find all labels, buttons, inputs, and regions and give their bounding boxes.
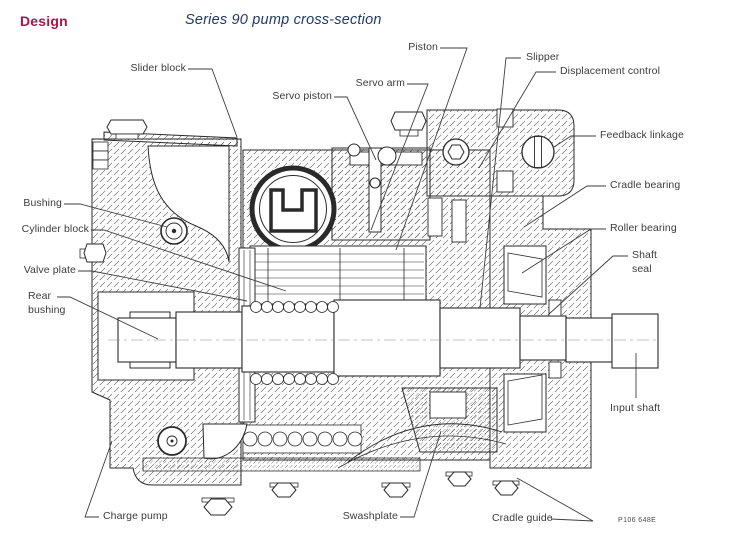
bushing-part (160, 217, 188, 245)
leader-cylinder-block (91, 229, 287, 292)
label-servo-arm: Servo arm (355, 77, 405, 89)
label-displacement-control: Displacement control (560, 65, 661, 77)
figure-title: Series 90 pump cross-section (185, 12, 382, 28)
shaft-assembly (108, 299, 659, 377)
roller-bearing-part (503, 245, 547, 433)
leader-valve-plate (78, 270, 248, 302)
leader-servo-piston (334, 96, 377, 161)
leader-displacement-control (478, 71, 556, 169)
section-label: Design (20, 13, 68, 29)
displacement-control-housing (426, 109, 575, 197)
label-swashplate: Swashplate (342, 510, 398, 522)
leader-bushing (64, 203, 168, 228)
label-bushing: Bushing (23, 197, 62, 209)
leader-shaft-seal (548, 255, 628, 315)
figure-code: P106 648E (618, 517, 657, 524)
cradle-guide-arc (347, 423, 503, 463)
leader-charge-pump (84, 440, 113, 518)
servo-arm-pin (369, 177, 381, 189)
swashplate-part (337, 387, 507, 469)
left-fitting (92, 141, 109, 170)
label-valve-plate: Valve plate (23, 264, 76, 276)
leader-cradle-bearing (523, 185, 606, 228)
leader-piston (395, 47, 468, 251)
leader-cradle-guide (516, 477, 594, 522)
bolts (79, 119, 520, 516)
leader-lines (57, 47, 637, 522)
label-roller-bearing: Roller bearing (610, 222, 677, 234)
springs (242, 301, 363, 454)
leader-feedback-linkage (553, 135, 596, 148)
slider-block-joint (249, 165, 337, 253)
input-shaft-part (611, 313, 659, 369)
label-slipper: Slipper (526, 51, 560, 63)
label-charge-pump: Charge pump (103, 510, 168, 522)
label-rear-bushing: Rear bushing (28, 290, 66, 316)
leader-slipper (479, 57, 521, 309)
label-cradle-guide: Cradle guide (492, 512, 553, 524)
label-cylinder-block: Cylinder block (21, 223, 89, 235)
label-shaft-seal: Shaft seal (632, 249, 658, 275)
label-piston: Piston (408, 41, 438, 53)
label-slider-block: Slider block (130, 62, 186, 74)
charge-pump-part (157, 423, 248, 460)
label-cradle-bearing: Cradle bearing (610, 179, 681, 191)
leader-slider-block (188, 68, 238, 138)
leader-rear-bushing (57, 296, 159, 340)
label-feedback-linkage: Feedback linkage (600, 129, 684, 141)
control-details (390, 108, 555, 243)
piston-bores (249, 245, 427, 305)
leader-roller-bearing (521, 228, 606, 274)
label-servo-piston: Servo piston (272, 90, 332, 102)
label-input-shaft: Input shaft (610, 402, 661, 414)
leader-servo-arm (370, 83, 429, 231)
leader-swashplate (400, 430, 442, 518)
end-cap-cavity (147, 145, 230, 263)
bottom-plate (142, 457, 421, 472)
